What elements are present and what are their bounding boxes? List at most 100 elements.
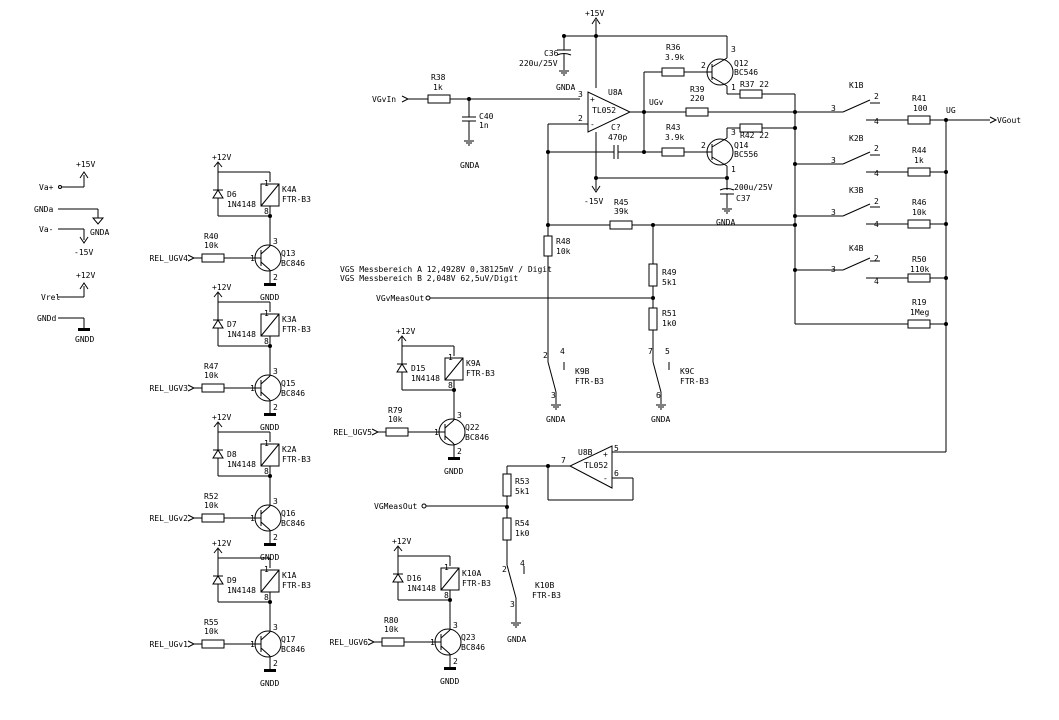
label-gnda-c40: GNDA <box>460 161 479 170</box>
ref-q-k1: Q17 <box>281 635 296 644</box>
resistor-r49 <box>648 263 658 287</box>
type-relay-k4: FTR-B3 <box>282 195 311 204</box>
label-p12-k10: +12V <box>392 537 411 546</box>
val-r-k3: 10k <box>204 371 219 380</box>
resistor-r46 <box>907 219 931 229</box>
diode-k10 <box>392 573 404 583</box>
relay-driver-k4: +12VD61N414818K4AFTR-B3GNDDQ13BC846132R4… <box>149 153 311 302</box>
q-pin3-k3: 3 <box>273 367 278 376</box>
port-gndd: GNDd <box>37 314 56 323</box>
relay-driver-k9: +12VD151N414818K9AFTR-B3GNDDQ22BC846132R… <box>333 327 495 476</box>
val-r-k10: 10k <box>384 625 399 634</box>
base-resistor-k9 <box>385 427 409 437</box>
ref-c40: C40 <box>479 112 494 121</box>
type-relay-k1: FTR-B3 <box>282 581 311 590</box>
ref-r41: R41 <box>912 94 927 103</box>
ref-relay-k2: K2A <box>282 445 297 454</box>
label-gndd-k3: GNDD <box>260 423 279 432</box>
ref-q-k9: Q22 <box>465 423 480 432</box>
net-vgvmeasout: VGvMeasOut <box>376 294 424 303</box>
ref-c37: C37 <box>736 194 751 203</box>
q12-pin1: 1 <box>731 83 736 92</box>
q-pin3-k9: 3 <box>457 411 462 420</box>
resistor-r45 <box>609 220 633 230</box>
coil-pin1-k4: 1 <box>264 179 269 188</box>
coil-pin8-k2: 8 <box>264 467 269 476</box>
base-resistor-k10 <box>381 637 405 647</box>
val-r46: 10k <box>912 208 927 217</box>
val-r19: 1Meg <box>910 308 929 317</box>
ref-q-k4: Q13 <box>281 249 296 258</box>
q-pin2-k9: 2 <box>457 447 462 456</box>
k1b-pin4: 4 <box>874 117 879 126</box>
k10b-pin3: 3 <box>510 600 515 609</box>
q12-pin3: 3 <box>731 45 736 54</box>
label-m15-u8a: -15V <box>584 197 603 206</box>
val-r50: 110k <box>910 265 929 274</box>
net-k9: REL_UGV5 <box>333 428 372 437</box>
diode-k2 <box>212 449 224 459</box>
net-k3: REL_UGV3 <box>149 384 188 393</box>
coil-pin8-k9: 8 <box>448 381 453 390</box>
net-vgout: VGout <box>997 116 1021 125</box>
val-r36: 3.9k <box>665 53 684 62</box>
port-va-minus: Va- <box>39 225 53 234</box>
resistor-r36 <box>661 67 685 77</box>
type-diode-k4: 1N4148 <box>227 200 256 209</box>
val-r54: 1k0 <box>515 529 530 538</box>
type-relay-k3: FTR-B3 <box>282 325 311 334</box>
ref-diode-k4: D6 <box>227 190 237 199</box>
resistor-r44 <box>907 167 931 177</box>
u8a-pin2: 2 <box>578 114 583 123</box>
net-k1: REL_UGv1 <box>149 640 188 649</box>
ref-r51: R51 <box>662 309 677 318</box>
k9b-pin3: 3 <box>551 391 556 400</box>
k2b-pin2: 2 <box>874 144 879 153</box>
net-k4: REL_UGV4 <box>149 254 188 263</box>
k3b-pin2: 2 <box>874 197 879 206</box>
label-gnda-k10b: GNDA <box>507 635 526 644</box>
resistor-r38 <box>427 94 451 104</box>
net-k2: REL_UGv2 <box>149 514 188 523</box>
type-q14: BC556 <box>734 150 758 159</box>
label-gnda-c36: GNDA <box>556 83 575 92</box>
q-pin2-k1: 2 <box>273 659 278 668</box>
ref-k9b: K9B <box>575 367 590 376</box>
opamp-u8b <box>568 445 613 489</box>
u8b-pin7: 7 <box>561 456 566 465</box>
ref-q-k2: Q16 <box>281 509 296 518</box>
type-diode-k10: 1N4148 <box>407 584 436 593</box>
ref-r50: R50 <box>912 255 927 264</box>
val-r44: 1k <box>914 156 924 165</box>
k9b-pin2: 2 <box>543 351 548 360</box>
type-q-k9: BC846 <box>465 433 489 442</box>
ref-r38: R38 <box>431 73 446 82</box>
q-pin2-k10: 2 <box>453 657 458 666</box>
val-r-k2: 10k <box>204 501 219 510</box>
range-relays: K1B 3 2 4 R41 100 K2B 3 2 4 R44 1k K3B 3… <box>793 81 1021 452</box>
label-p15-top: +15V <box>585 9 604 18</box>
ref-r39: R39 <box>690 85 705 94</box>
type-diode-k9: 1N4148 <box>411 374 440 383</box>
val-r-k9: 10k <box>388 415 403 424</box>
coil-pin8-k10: 8 <box>444 591 449 600</box>
k10b-pin4: 4 <box>520 559 525 568</box>
ref-q12: Q12 <box>734 59 749 68</box>
relay-driver-k1: +12VD91N414818K1AFTR-B3GNDDQ17BC846132R5… <box>149 539 311 688</box>
ref-r37: R37 22 <box>740 80 769 89</box>
resistor-r48 <box>543 235 553 257</box>
val-c37: 200u/25V <box>734 183 773 192</box>
ref-c36: C36 <box>544 49 559 58</box>
label-p12-k9: +12V <box>396 327 415 336</box>
type-diode-k2: 1N4148 <box>227 460 256 469</box>
u8b-minus: - <box>603 474 608 483</box>
net-k10: REL_UGV6 <box>329 638 368 647</box>
type-relay-k2: FTR-B3 <box>282 455 311 464</box>
type-q-k10: BC846 <box>461 643 485 652</box>
relay-drivers: +12VD61N414818K4AFTR-B3GNDDQ13BC846132R4… <box>149 153 495 688</box>
q-pin2-k3: 2 <box>273 403 278 412</box>
ref-relay-k9: K9A <box>466 359 481 368</box>
ref-k2b: K2B <box>849 134 864 143</box>
ref-r53: R53 <box>515 477 530 486</box>
ref-r-k9: R79 <box>388 406 403 415</box>
